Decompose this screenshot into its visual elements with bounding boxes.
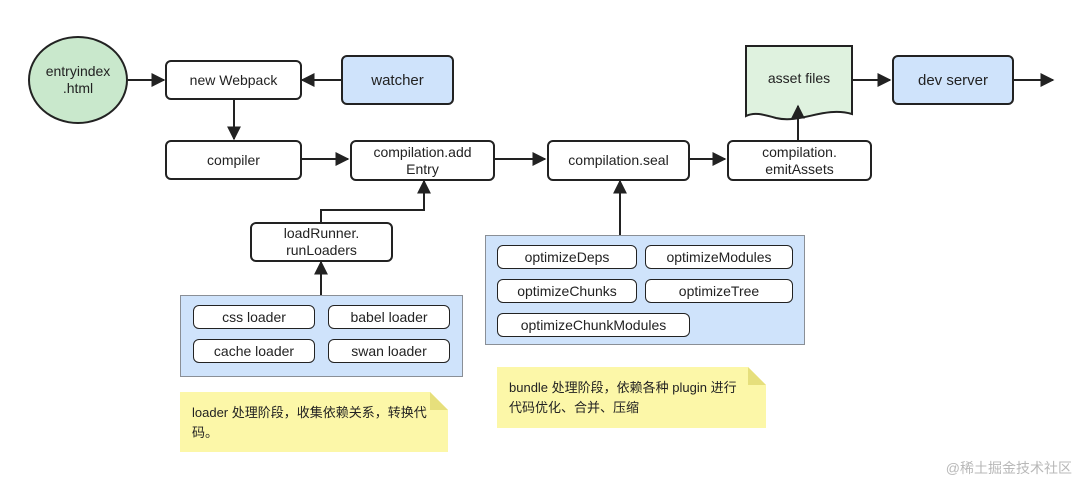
loader-phase-note: loader 处理阶段，收集依赖关系，转换代码。 [192,405,427,440]
watermark: @稀土掘金技术社区 [945,460,1072,476]
loader-note-fold [430,392,448,410]
asset-files-document-shape [745,45,853,121]
bundle-phase-note: bundle 处理阶段，依赖各种 plugin 进行代码优化、合并、压缩 [509,380,737,415]
bundle-note-fold [748,367,766,385]
optimize-chunks-item[interactable]: optimizeChunks [497,279,637,303]
cache-loader-item[interactable]: cache loader [193,339,315,363]
entry-html-node[interactable]: entryindex .html [28,36,128,124]
loader-note-shape [180,392,448,452]
compilation-add-entry-node[interactable]: compilation.add Entry [350,140,495,181]
css-loader-item[interactable]: css loader [193,305,315,329]
optimize-chunk-modules-item[interactable]: optimizeChunkModules [497,313,690,337]
compilation-emit-assets-node[interactable]: compilation. emitAssets [727,140,872,181]
swan-loader-item[interactable]: swan loader [328,339,450,363]
watcher-node[interactable]: watcher [341,55,454,105]
compilation-seal-node[interactable]: compilation.seal [547,140,690,181]
optimize-tree-item[interactable]: optimizeTree [645,279,793,303]
bundle-note-shape [497,367,766,428]
optimize-modules-item[interactable]: optimizeModules [645,245,793,269]
new-webpack-node[interactable]: new Webpack [165,60,302,100]
asset-files-label[interactable]: asset files [767,70,831,86]
optimize-deps-item[interactable]: optimizeDeps [497,245,637,269]
compiler-node[interactable]: compiler [165,140,302,180]
arrow-loadrunner-to-addentry [320,179,431,222]
babel-loader-item[interactable]: babel loader [328,305,450,329]
load-runner-node[interactable]: loadRunner. runLoaders [250,222,393,262]
dev-server-node[interactable]: dev server [892,55,1014,105]
